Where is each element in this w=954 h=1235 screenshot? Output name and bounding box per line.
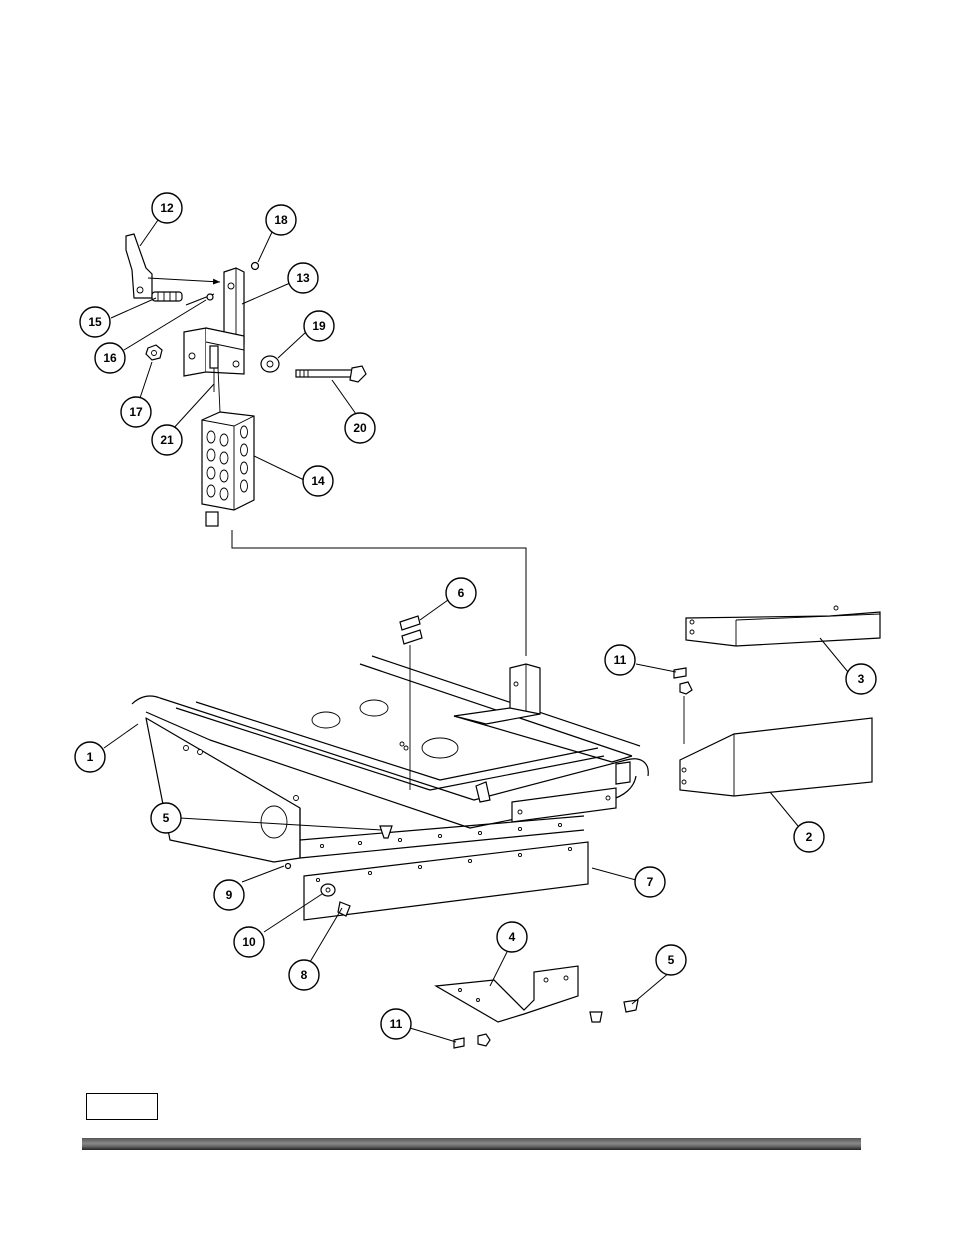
part-10-washer	[321, 884, 335, 896]
svg-text:2: 2	[806, 830, 813, 844]
svg-text:11: 11	[614, 653, 627, 667]
part-6-bolts	[400, 616, 422, 790]
callout-7: 7	[635, 867, 665, 897]
svg-text:14: 14	[311, 474, 325, 488]
svg-text:10: 10	[242, 935, 256, 949]
part-14-switch-box	[202, 412, 254, 526]
part-5-screw	[380, 826, 392, 838]
page-number-box	[86, 1093, 158, 1120]
part-20-bolt	[296, 366, 366, 382]
part-17-nut	[146, 345, 162, 360]
callout-17: 17	[121, 397, 151, 427]
callout-11-upper: 11	[605, 645, 635, 675]
part-5-screw-lower	[590, 1012, 602, 1022]
callout-12: 12	[152, 193, 182, 223]
callout-5-upper: 5	[151, 803, 181, 833]
part-21-switch	[210, 346, 220, 412]
part-5-screw-lower-2	[624, 1000, 638, 1012]
callout-19: 19	[304, 311, 334, 341]
callout-13: 13	[288, 263, 318, 293]
callout-21: 21	[152, 425, 182, 455]
svg-text:17: 17	[129, 405, 143, 419]
part-15-spring	[152, 292, 182, 301]
svg-text:18: 18	[274, 213, 288, 227]
svg-text:6: 6	[458, 586, 465, 600]
svg-text:7: 7	[647, 875, 654, 889]
callout-15: 15	[80, 307, 110, 337]
part-19-washer	[261, 356, 279, 372]
svg-text:4: 4	[509, 930, 516, 944]
callout-8: 8	[289, 960, 319, 990]
part-9-screw	[286, 864, 291, 869]
callout-11-lower: 11	[381, 1009, 411, 1039]
part-18-nut	[252, 263, 259, 270]
assembly-connection-line	[232, 530, 526, 656]
callout-2: 2	[794, 822, 824, 852]
svg-text:19: 19	[312, 319, 326, 333]
svg-text:16: 16	[103, 351, 117, 365]
part-3-bracket	[686, 606, 880, 646]
part-4-guard	[436, 966, 578, 1022]
part-11-bolt-upper	[674, 668, 692, 744]
svg-text:12: 12	[160, 201, 174, 215]
callout-14: 14	[303, 466, 333, 496]
svg-text:9: 9	[226, 888, 233, 902]
callout-4: 4	[497, 922, 527, 952]
callout-20: 20	[345, 413, 375, 443]
svg-text:5: 5	[668, 953, 675, 967]
callout-3: 3	[846, 664, 876, 694]
part-11-bolt-lower	[454, 1038, 464, 1048]
svg-text:21: 21	[160, 433, 174, 447]
footer-rule	[82, 1138, 861, 1150]
svg-text:15: 15	[88, 315, 102, 329]
callout-1: 1	[75, 742, 105, 772]
part-11-nut-lower	[478, 1034, 490, 1046]
svg-text:20: 20	[353, 421, 367, 435]
callout-9: 9	[214, 880, 244, 910]
callout-6: 6	[446, 578, 476, 608]
callout-18: 18	[266, 205, 296, 235]
svg-text:8: 8	[301, 968, 308, 982]
callout-16: 16	[95, 343, 125, 373]
svg-text:3: 3	[858, 672, 865, 686]
svg-text:11: 11	[390, 1017, 403, 1031]
svg-text:13: 13	[296, 271, 310, 285]
callout-10: 10	[234, 927, 264, 957]
svg-text:1: 1	[87, 750, 94, 764]
svg-text:5: 5	[163, 811, 170, 825]
callout-5-lower: 5	[656, 945, 686, 975]
part-2-cover	[680, 718, 872, 796]
